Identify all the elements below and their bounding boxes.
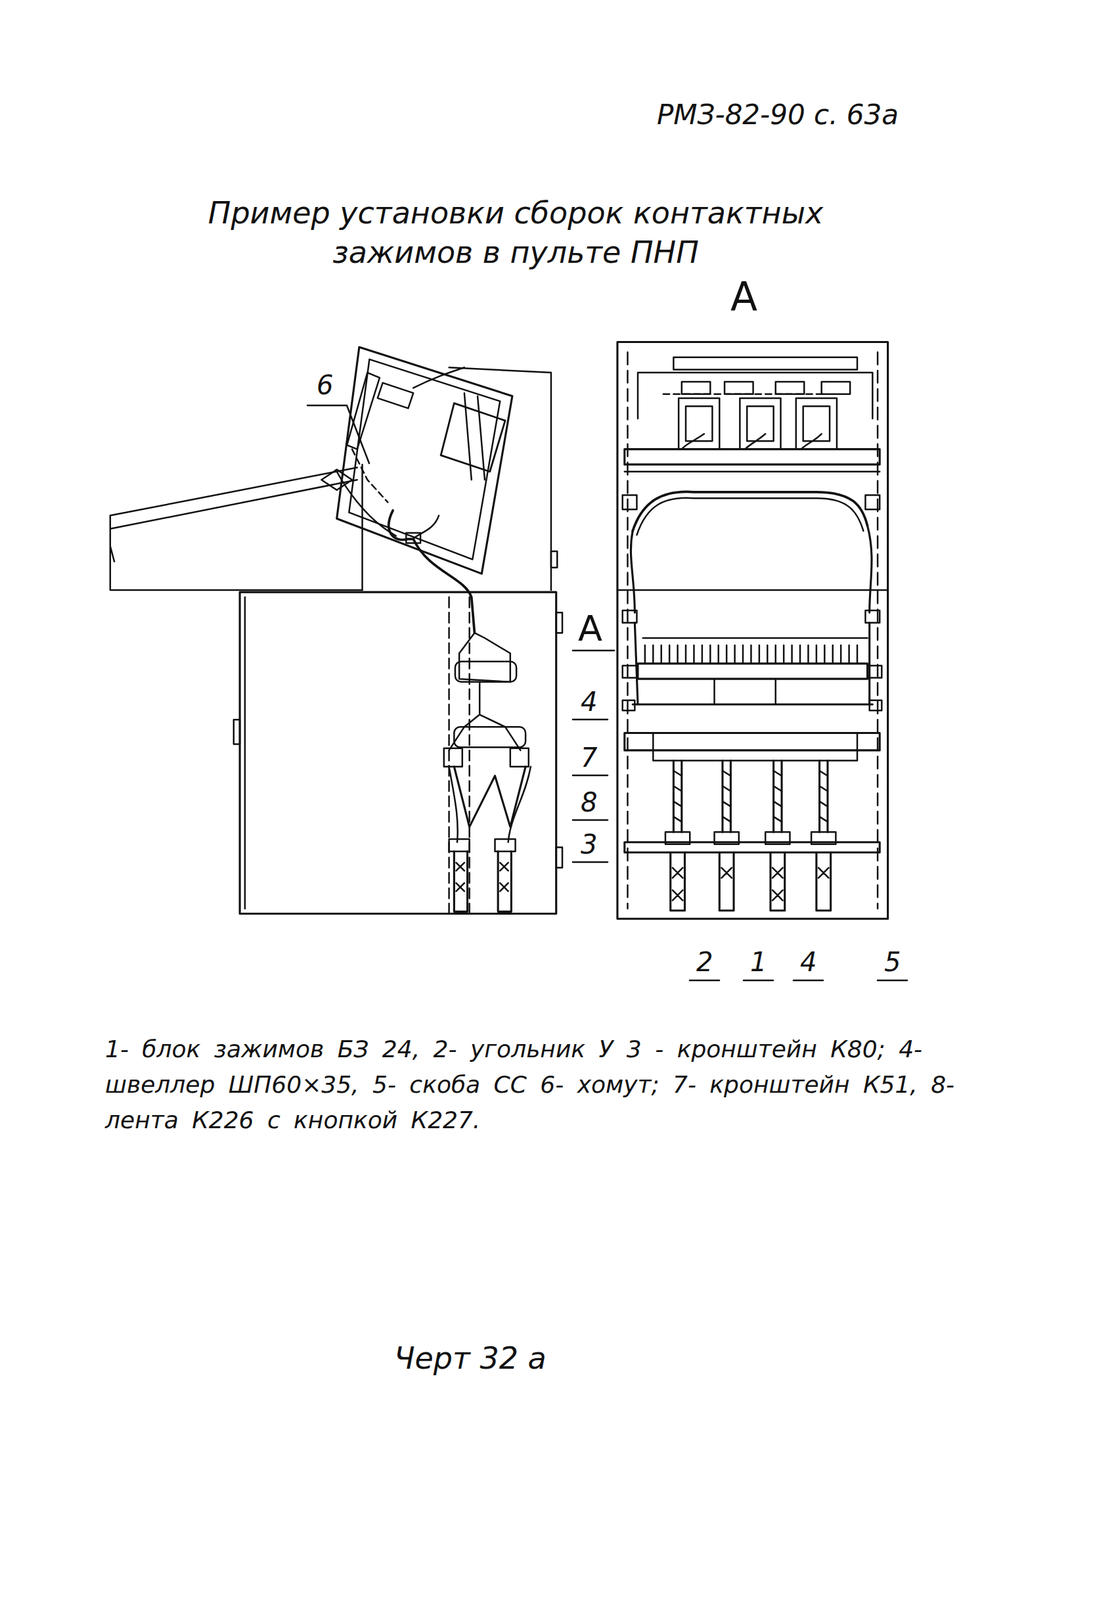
callout-number: 4 [580,685,598,718]
sheet-number: РМЗ-82-90 с. 63а [656,98,899,132]
drawing-title: Пример установки сборок контактных зажим… [177,193,854,273]
callout-number: 2 [696,945,713,978]
callout-number: 5 [884,945,901,978]
figure-caption: Черт 32 а [394,1340,547,1377]
callout-number: 3 [580,828,598,860]
callout-number: 8 [580,786,598,818]
section-label: А [578,607,603,651]
parts-list: 1- блок зажимов БЗ 24, 2- угольник У 3 -… [105,1031,986,1138]
view-label: А [730,272,758,320]
callout-number: 1 [750,945,767,978]
callout-number: 6 [316,369,334,401]
callout-number: 7 [580,741,598,774]
callout-number: 4 [800,945,817,978]
